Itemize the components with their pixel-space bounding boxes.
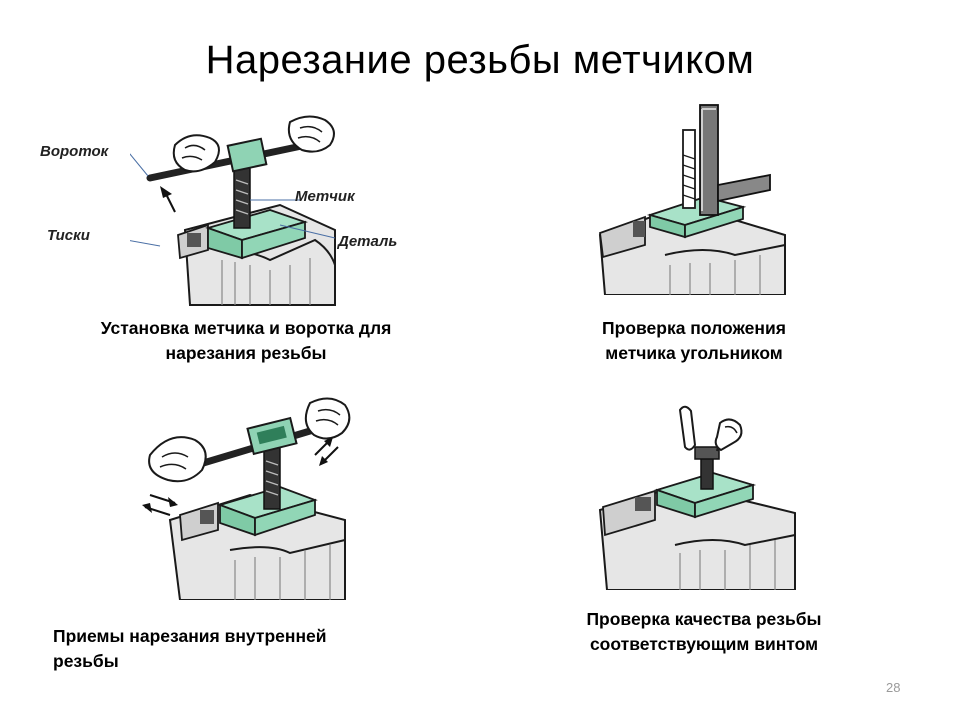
caption-cutting-technique: Приемы нарезания внутренней резьбы [53,624,413,674]
label-tiski: Тиски [47,227,90,244]
label-vorotok: Вороток [40,143,109,160]
caption-screw-check: Проверка качества резьбы соответствующим… [545,607,863,657]
illustration-cutting-technique [130,385,355,600]
caption-line: резьбы [53,651,119,671]
illustration-screw-check [585,395,805,590]
page-number: 28 [886,680,901,695]
caption-line: соответствующим винтом [589,634,819,654]
caption-line: нарезания резьбы [165,343,327,363]
caption-line: Приемы нарезания внутренней [53,626,327,646]
caption-square-check: Проверка положения метчика угольником [560,316,828,366]
slide-title: Нарезание резьбы метчиком [205,38,755,82]
label-metchik: Метчик [295,188,355,205]
caption-line: Проверка качества резьбы [586,609,822,629]
illustration-square-check [585,85,805,295]
caption-line: Проверка положения [602,318,786,338]
caption-line: метчика угольником [605,343,783,363]
caption-tap-setup: Установка метчика и воротка для нарезани… [60,316,432,366]
caption-line: Установка метчика и воротка для [100,318,392,338]
illustration-tap-setup [130,100,360,310]
label-detal: Деталь [338,233,398,250]
